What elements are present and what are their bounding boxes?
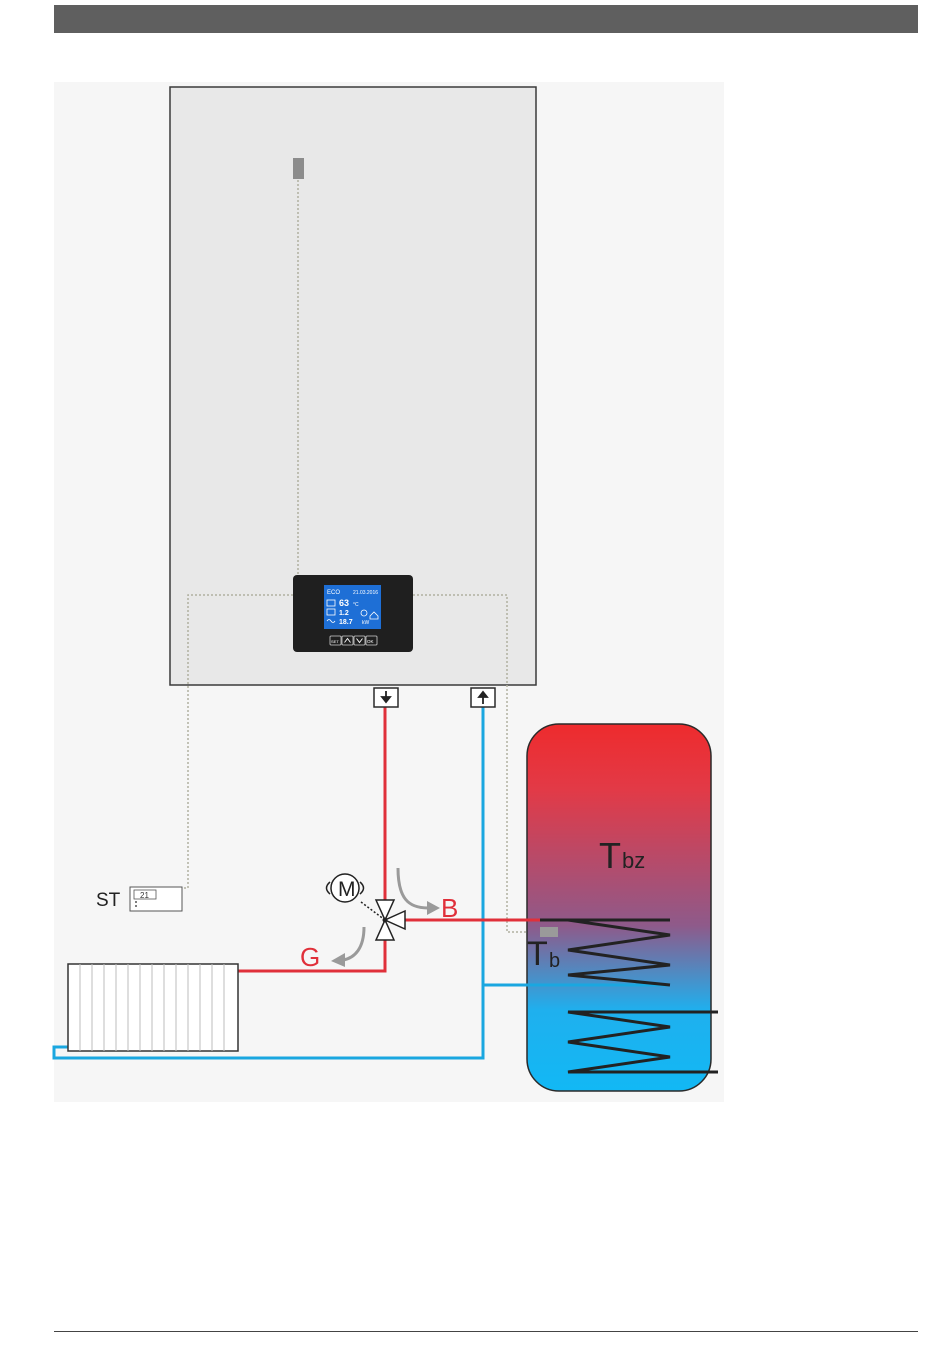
port-g-label: G bbox=[300, 942, 320, 972]
display-value2: 1.2 bbox=[339, 610, 349, 617]
button-ok-label: OK bbox=[367, 639, 374, 644]
sensor-temp-label: T bbox=[527, 935, 548, 973]
tank-temp-subscript: bz bbox=[622, 848, 645, 873]
display-mode: ECO bbox=[327, 590, 340, 596]
tank-temp-label: T bbox=[599, 835, 621, 876]
display-date: 21.03.2016 bbox=[353, 590, 378, 596]
display-value3: 18.7 bbox=[339, 619, 353, 626]
display-value3-unit: kW bbox=[362, 620, 370, 626]
display-temp1: 63 bbox=[339, 598, 349, 608]
thermostat-dot-1 bbox=[135, 901, 137, 903]
port-b-label: B bbox=[441, 893, 458, 923]
display-temp1-unit: °C bbox=[353, 602, 359, 608]
button-set[interactable]: SET bbox=[330, 636, 341, 645]
button-up[interactable] bbox=[342, 636, 353, 645]
thermostat-value: 21 bbox=[140, 891, 149, 900]
thermostat-dot-2 bbox=[135, 905, 137, 907]
button-down[interactable] bbox=[354, 636, 365, 645]
flow-sensor bbox=[293, 158, 304, 179]
button-ok[interactable]: OK bbox=[366, 636, 377, 645]
button-set-label: SET bbox=[331, 639, 339, 644]
footer-line bbox=[54, 1331, 918, 1332]
motor-label: M bbox=[338, 878, 356, 901]
thermostat-label: ST bbox=[96, 890, 121, 911]
sensor-temp-subscript: b bbox=[549, 950, 560, 972]
